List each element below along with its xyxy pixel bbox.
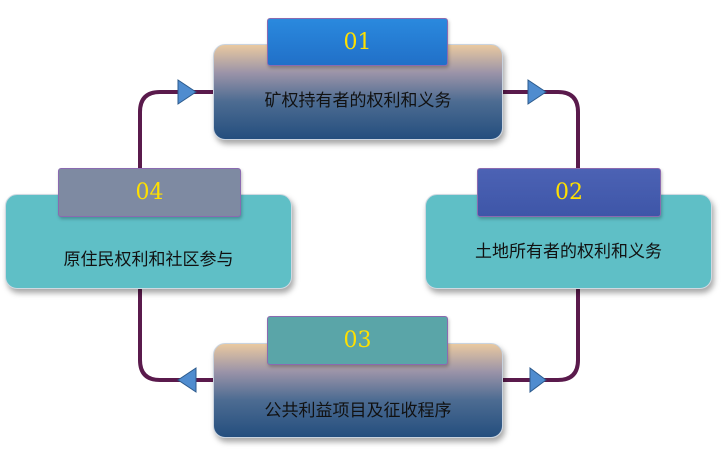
arrowhead-right-top (527, 79, 547, 105)
connector-top-right (501, 90, 580, 172)
node-label-04: 原住民权利和社区参与 (63, 250, 234, 270)
node-label-02: 土地所有者的权利和义务 (475, 242, 662, 262)
connector-bottom-left (138, 288, 215, 382)
node-badge-02: 02 (477, 168, 661, 217)
connector-right-bottom (501, 288, 580, 382)
node-number-01: 01 (343, 29, 372, 55)
connector-left-top (138, 90, 215, 172)
node-badge-03: 03 (267, 316, 448, 365)
node-number-02: 02 (555, 180, 583, 205)
node-number-04: 04 (135, 180, 164, 205)
node-badge-04: 04 (58, 168, 241, 217)
node-badge-01: 01 (267, 18, 448, 66)
node-box-02: 土地所有者的权利和义务 (425, 194, 712, 289)
node-label-01: 矿权持有者的权利和义务 (264, 91, 452, 111)
node-label-03: 公共利益项目及征收程序 (264, 401, 452, 421)
arrowhead-right-bottom (529, 367, 547, 393)
arrowhead-left-bottom (177, 367, 197, 393)
arrowhead-left-top (177, 79, 197, 105)
node-number-03: 03 (343, 328, 372, 353)
